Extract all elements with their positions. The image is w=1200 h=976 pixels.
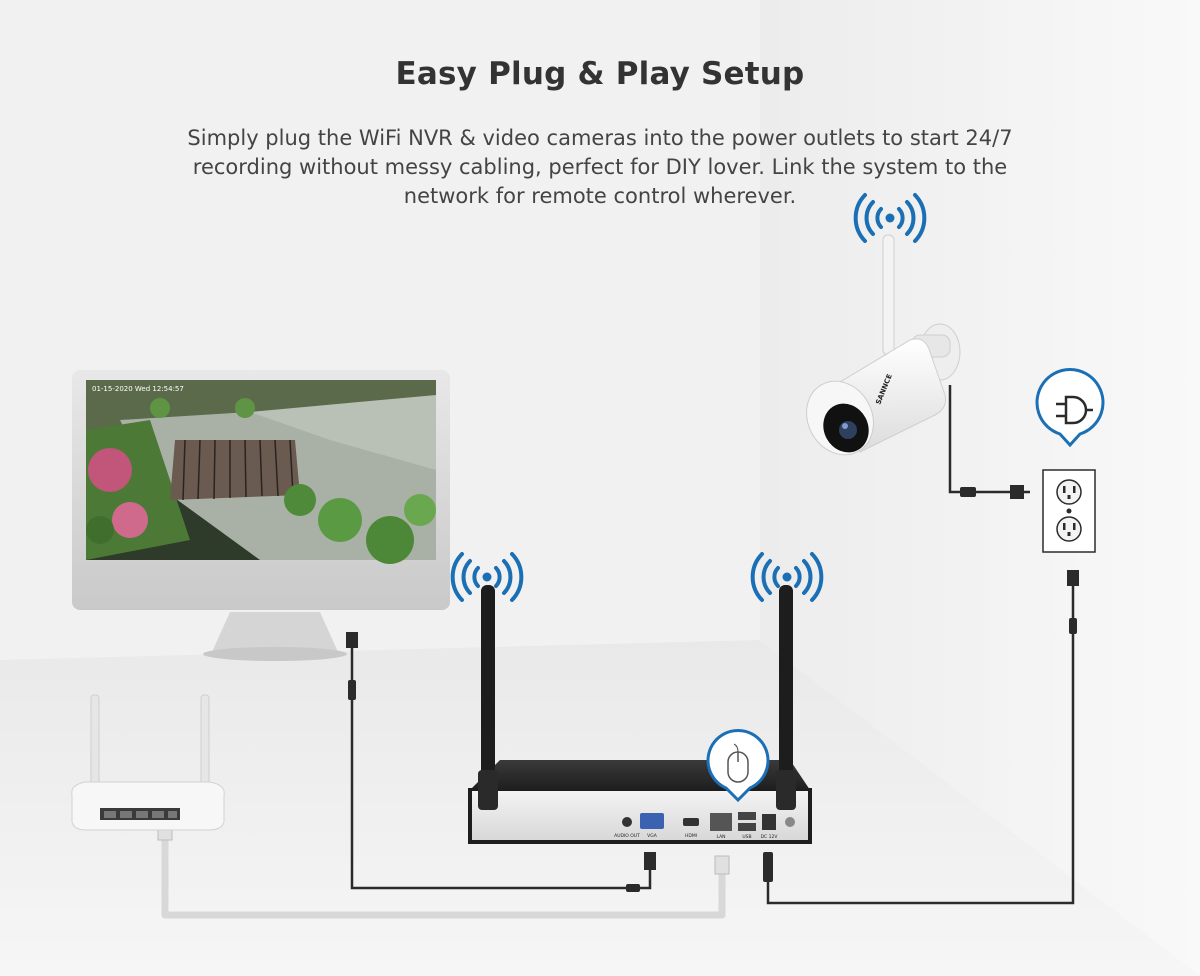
mouse-callout — [706, 729, 770, 803]
router-body — [71, 781, 225, 831]
plug-callout — [1035, 368, 1105, 448]
camera-power-cable — [948, 385, 1030, 494]
right-wall — [760, 0, 1200, 976]
rj45-plug-nvr — [714, 855, 730, 875]
camera-lens — [839, 421, 857, 439]
nvr-antenna-left — [481, 585, 495, 790]
hdmi-cable — [350, 648, 652, 890]
port-label-lan: LAN — [716, 834, 725, 840]
lan-cable — [161, 835, 726, 919]
bullet-camera: SANNCE — [806, 234, 961, 456]
dc-barrel-camera — [960, 487, 976, 497]
page-title: Easy Plug & Play Setup — [395, 56, 805, 92]
power-outlet — [1042, 469, 1096, 553]
adapter-nvr — [1069, 618, 1077, 634]
audio-out-port — [622, 817, 632, 827]
lan-port — [710, 813, 732, 831]
port-label-audio: AUDIO OUT — [614, 833, 640, 839]
mouse-icon — [727, 743, 749, 783]
nvr-antenna-right — [779, 585, 793, 790]
monitor-timestamp: 01-15-2020 Wed 12:54:57 — [92, 385, 184, 393]
usb-port-1 — [738, 812, 756, 820]
port-label-hdmi: HDMI — [685, 833, 697, 839]
ground-screw — [785, 817, 795, 827]
nvr-power-cable — [766, 585, 1075, 905]
usb-port-2 — [738, 823, 756, 831]
port-label-dc: DC 12V — [761, 834, 779, 840]
hdmi-port — [683, 818, 699, 826]
gate — [170, 440, 300, 500]
hdmi-plug-monitor — [346, 632, 358, 648]
dc-plug-nvr — [763, 852, 773, 882]
ferrite-core-2 — [626, 884, 640, 892]
ferrite-core — [348, 680, 356, 700]
page-description: Simply plug the WiFi NVR & video cameras… — [187, 126, 1013, 208]
port-label-usb: USB — [742, 834, 751, 840]
monitor-stand-base — [203, 647, 347, 661]
plug-icon — [1056, 395, 1093, 425]
monitor-stand-neck — [212, 612, 338, 652]
monitor: 01-15-2020 Wed 12:54:57 — [72, 370, 450, 661]
cables — [157, 385, 1079, 919]
vga-port — [640, 813, 664, 829]
camera-antenna — [882, 234, 895, 356]
outlet-socket-bottom — [1056, 516, 1082, 542]
plug-nvr-outlet — [1067, 570, 1079, 586]
plug-callout-pin — [1035, 368, 1105, 448]
plug-camera — [1010, 485, 1024, 499]
hdmi-plug-nvr — [644, 852, 656, 870]
port-label-vga: VGA — [647, 833, 658, 839]
mouse-callout-pin — [706, 729, 770, 803]
outlet-socket-top — [1056, 479, 1082, 505]
router — [71, 694, 225, 831]
dc-port — [762, 814, 776, 830]
